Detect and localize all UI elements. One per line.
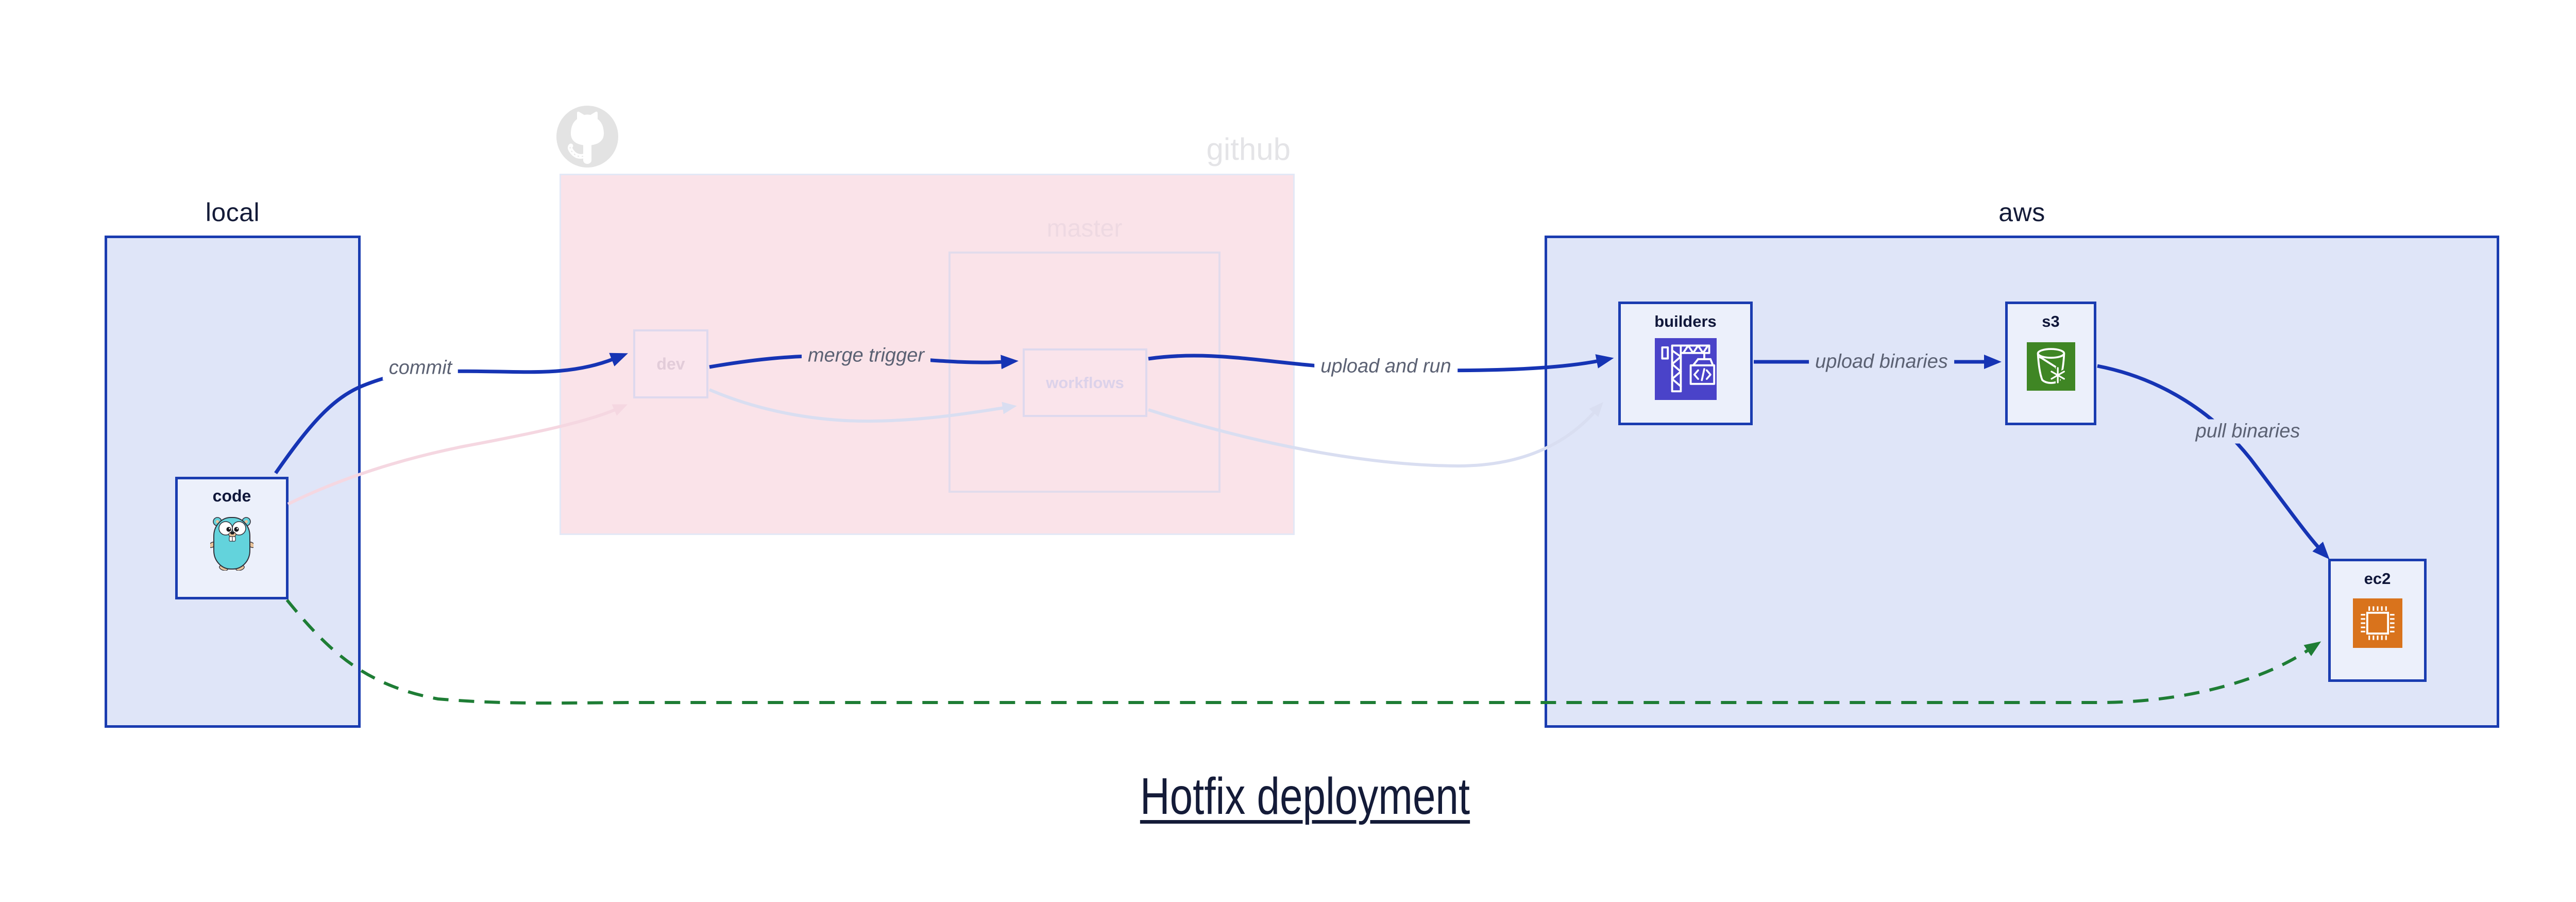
aws-codebuild-icon xyxy=(1654,338,1717,400)
region-label-aws: aws xyxy=(1998,198,2045,227)
node-ec2: ec2 xyxy=(2328,559,2427,682)
aws-s3-bucket-icon xyxy=(2026,342,2075,391)
node-builders: builders xyxy=(1618,302,1753,425)
go-gopher-icon xyxy=(210,517,253,571)
edge-label-pull-binaries: pull binaries xyxy=(2189,419,2307,444)
github-octocat-logo-icon xyxy=(556,106,618,168)
region-label-master: master xyxy=(1046,215,1123,242)
region-label-local: local xyxy=(205,198,260,227)
node-workflows-label: workflows xyxy=(1046,373,1124,392)
node-s3: s3 xyxy=(2005,302,2096,425)
edge-label-commit: commit xyxy=(382,356,459,380)
diagram-title: Hotfix deployment xyxy=(1099,767,1511,826)
node-workflows: workflows xyxy=(1023,348,1147,417)
node-s3-label: s3 xyxy=(2042,312,2060,330)
edge-label-upload-binaries: upload binaries xyxy=(1809,349,1954,374)
node-code-label: code xyxy=(212,487,251,505)
edge-label-upload-and-run: upload and run xyxy=(1314,354,1458,379)
node-dev: dev xyxy=(633,329,708,398)
edge-label-merge-trigger: merge trigger xyxy=(802,343,930,368)
node-code: code xyxy=(175,477,289,599)
region-label-github: github xyxy=(1206,132,1291,166)
node-builders-label: builders xyxy=(1654,312,1717,330)
node-ec2-label: ec2 xyxy=(2364,570,2391,588)
diagram-title-text: Hotfix deployment xyxy=(1140,767,1470,825)
node-dev-label: dev xyxy=(656,354,685,373)
aws-ec2-chip-icon xyxy=(2352,598,2402,648)
